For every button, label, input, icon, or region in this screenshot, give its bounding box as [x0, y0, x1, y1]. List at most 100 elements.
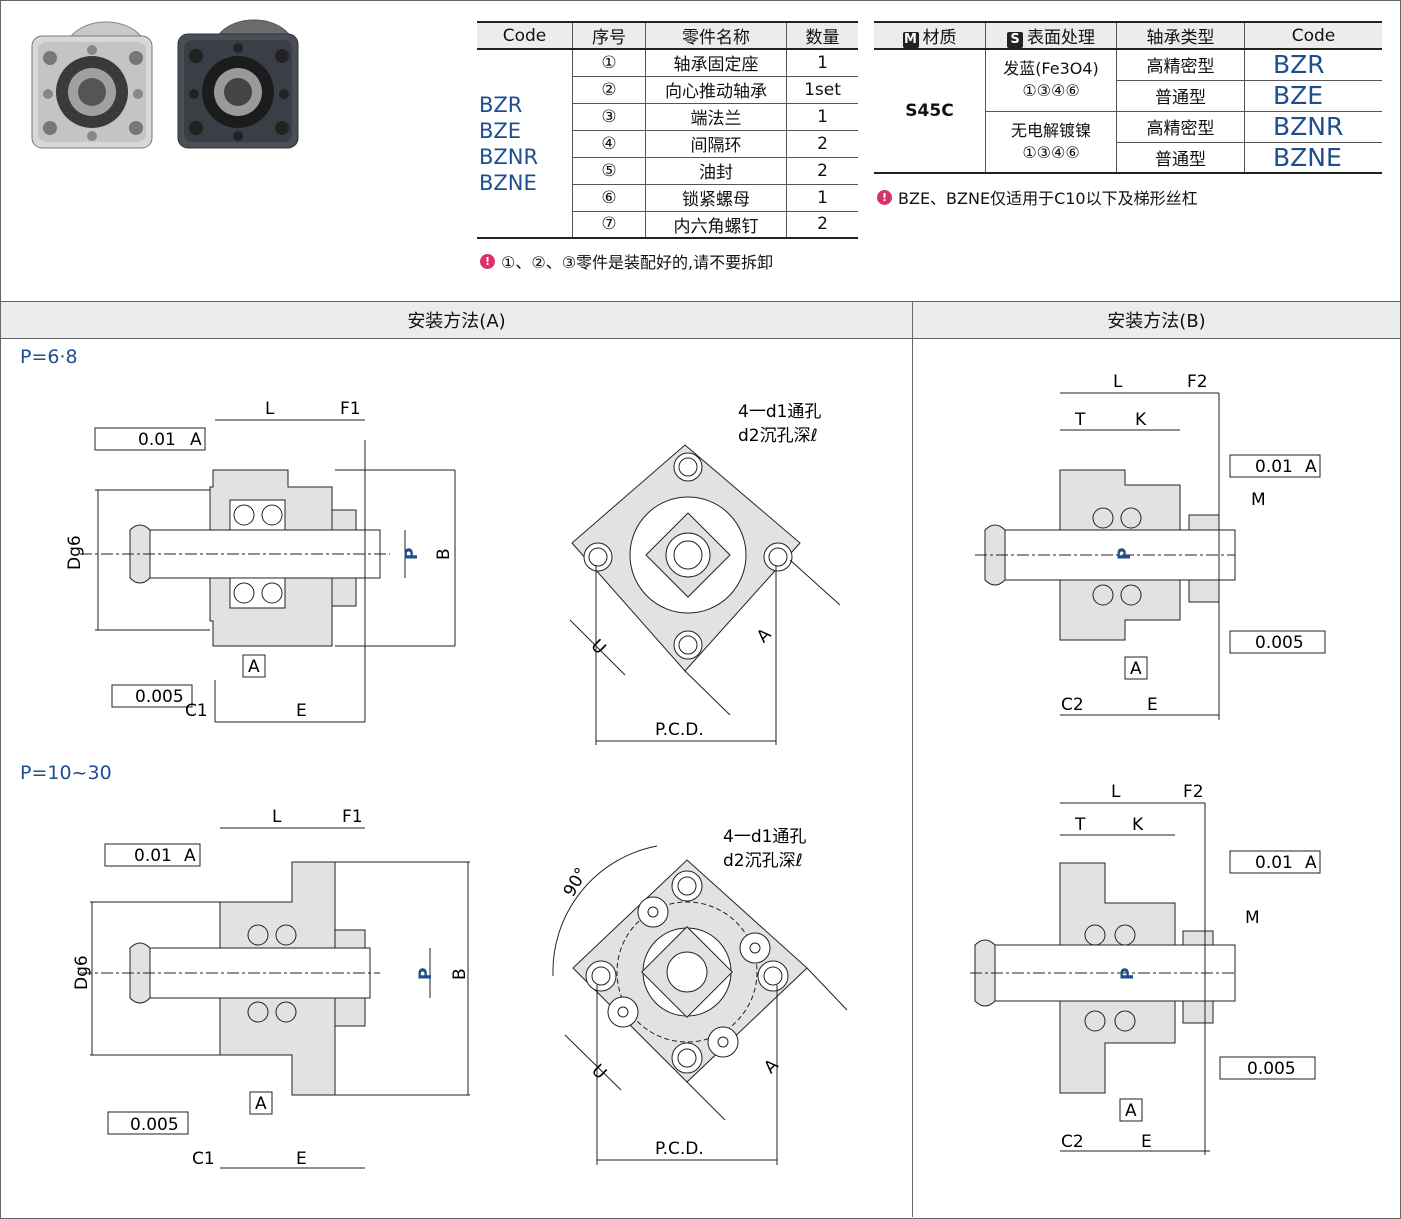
dim-label-pcd: P.C.D. — [655, 720, 704, 740]
dim-label-A: A — [760, 1055, 783, 1078]
datum-A: A — [248, 657, 260, 677]
part-qty: 1set — [786, 76, 858, 104]
perp-tolerance: 0.01 — [134, 846, 172, 866]
assembly-note-text: ①、②、③零件是装配好的,请不要拆卸 — [501, 253, 774, 272]
dim-label-L: L — [265, 400, 275, 419]
section-header-method-a: 安装方法(A) — [1, 301, 912, 339]
bearing-type: 高精密型 — [1116, 49, 1245, 81]
dim-label-P: P — [1118, 968, 1138, 980]
dim-label-C2: C2 — [1061, 1132, 1084, 1152]
dim-label-Dg6: Dg6 — [65, 535, 85, 570]
part-no: ⑥ — [572, 184, 646, 212]
dim-label-K: K — [1135, 410, 1147, 430]
datum-ref: A — [184, 846, 196, 866]
col-header-bearing: 轴承类型 — [1116, 21, 1245, 50]
dim-label-L: L — [272, 807, 282, 827]
hole-spec-2: d2沉孔深ℓ — [738, 426, 818, 446]
product-photo-black — [177, 19, 299, 149]
hole-spec-1: 4一d1通孔 — [723, 827, 806, 847]
surface-2-parts: ①③④⑥ — [1022, 142, 1080, 162]
part-name: 锁紧螺母 — [645, 184, 787, 212]
warning-icon: ! — [480, 253, 495, 269]
bearing-type: 普通型 — [1116, 80, 1245, 112]
dim-label-K: K — [1132, 815, 1144, 835]
product-photo-nickel — [31, 21, 153, 149]
code-bznr: BZNR — [479, 144, 539, 169]
code-list: BZR BZE BZNR BZNE — [477, 49, 573, 239]
pitch-label-small: P=6·8 — [20, 346, 78, 368]
part-name: 油封 — [645, 157, 787, 185]
col-header-name: 零件名称 — [645, 21, 787, 50]
dim-label-B: B — [450, 968, 470, 980]
flatness-tolerance: 0.005 — [1247, 1059, 1296, 1079]
datum-ref: A — [1305, 457, 1317, 477]
code-cell: BZNE — [1244, 142, 1382, 174]
perp-tolerance: 0.01 — [138, 430, 176, 450]
part-no: ① — [572, 49, 646, 77]
surface-treatment-2: 无电解镀镍 ①③④⑥ — [985, 111, 1117, 174]
col-header-code: Code — [1244, 21, 1382, 50]
datum-A: A — [255, 1094, 267, 1114]
part-no: ④ — [572, 130, 646, 158]
part-qty: 1 — [786, 103, 858, 131]
surface-1-parts: ①③④⑥ — [1022, 81, 1080, 101]
code-bze: BZE — [479, 118, 522, 143]
dim-label-F2: F2 — [1187, 372, 1208, 392]
dim-label-U: U — [587, 636, 610, 659]
part-qty: 2 — [786, 157, 858, 185]
dim-label-pcd: P.C.D. — [655, 1139, 704, 1159]
dim-label-L: L — [1111, 782, 1121, 802]
dim-label-C1: C1 — [192, 1149, 215, 1169]
applicability-note: ! BZE、BZNE仅适用于C10以下及梯形丝杠 — [877, 185, 1198, 209]
perp-tolerance: 0.01 — [1255, 853, 1293, 873]
dim-label-L: L — [1113, 372, 1123, 392]
code-cell: BZE — [1244, 80, 1382, 112]
part-no: ⑦ — [572, 211, 646, 239]
datum-ref: A — [190, 430, 202, 450]
dim-label-E: E — [1147, 695, 1158, 715]
datum-A: A — [1125, 1101, 1137, 1121]
dim-label-P: P — [1115, 548, 1135, 560]
angle-label: 90° — [560, 864, 592, 900]
dim-label-E: E — [296, 701, 307, 721]
part-no: ③ — [572, 103, 646, 131]
surface-1-name: 发蓝(Fe3O4) — [1003, 59, 1099, 79]
drawing-a-small-front: 4一d1通孔 d2沉孔深ℓ U A P.C.D. — [569, 402, 841, 745]
pitch-label-large: P=10~30 — [20, 762, 112, 784]
drawing-a-small-side: L F1 0.01 A Dg6 P B A 0.005 C1 E — [65, 400, 456, 723]
dim-label-C1: C1 — [185, 701, 208, 721]
part-name: 轴承固定座 — [645, 49, 787, 77]
section-header-method-b: 安装方法(B) — [913, 301, 1400, 339]
perp-tolerance: 0.01 — [1255, 457, 1293, 477]
assembly-note: ! ①、②、③零件是装配好的,请不要拆卸 — [480, 249, 773, 273]
part-name: 向心推动轴承 — [645, 76, 787, 104]
code-cell: BZNR — [1244, 111, 1382, 143]
part-qty: 2 — [786, 130, 858, 158]
part-no: ② — [572, 76, 646, 104]
code-bzr: BZR — [479, 92, 523, 117]
flatness-tolerance: 0.005 — [130, 1115, 179, 1135]
hole-spec-2: d2沉孔深ℓ — [723, 851, 803, 871]
col-header-qty: 数量 — [786, 21, 858, 50]
dim-label-U: U — [587, 1061, 610, 1084]
hole-spec-1: 4一d1通孔 — [738, 402, 821, 422]
material-value: S45C — [874, 49, 986, 174]
dim-label-P: P — [416, 968, 436, 980]
dim-label-B: B — [434, 548, 454, 560]
surface-header-text: 表面处理 — [1027, 28, 1095, 48]
section-divider — [912, 301, 913, 1217]
surface-treatment-1: 发蓝(Fe3O4) ①③④⑥ — [985, 49, 1117, 112]
applicability-note-text: BZE、BZNE仅适用于C10以下及梯形丝杠 — [898, 189, 1198, 208]
part-no: ⑤ — [572, 157, 646, 185]
dim-label-F2: F2 — [1183, 782, 1204, 802]
surface-icon: S — [1007, 32, 1023, 48]
drawing-a-large-side: L F1 0.01 A Dg6 P B A 0.005 C1 E — [72, 807, 470, 1169]
material-header-text: 材质 — [922, 28, 957, 48]
drawing-a-large-front: 4一d1通孔 d2沉孔深ℓ 90° U A P.C.D. — [552, 827, 848, 1165]
dim-label-C2: C2 — [1061, 695, 1084, 715]
dim-label-T: T — [1074, 815, 1086, 835]
drawing-b-small: L F2 T K 0.01 A M P 0.005 A C2 E — [975, 372, 1326, 720]
code-cell: BZR — [1244, 49, 1382, 81]
